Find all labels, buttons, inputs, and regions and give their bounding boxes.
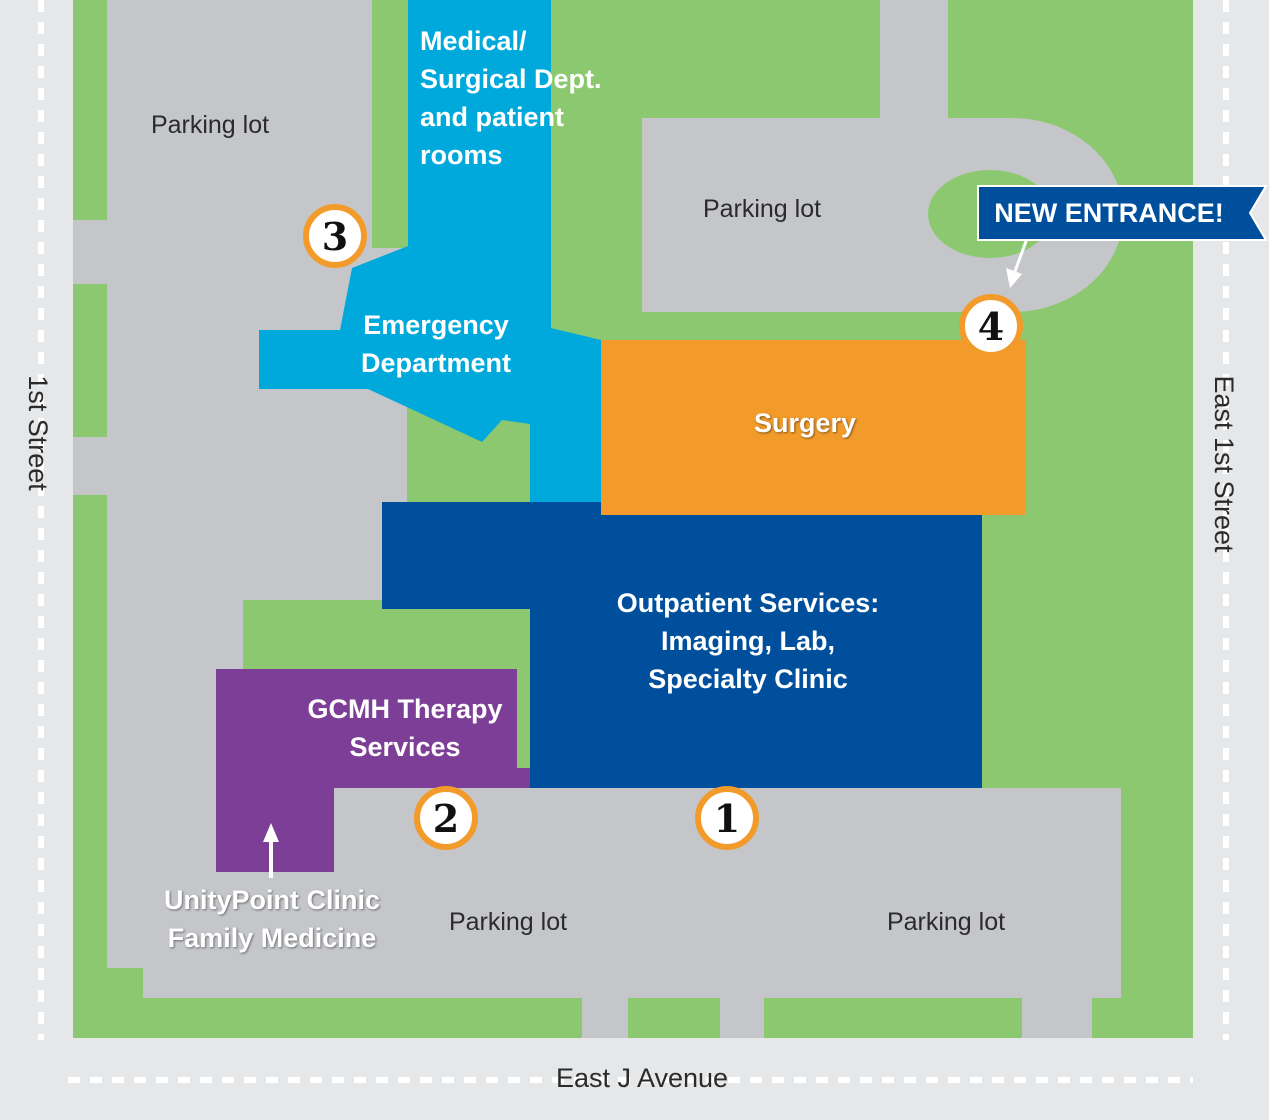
label-parking-top-right: Parking lot [702,195,822,223]
parking-area-south [143,788,1121,998]
label-emergency-department: Emergency Department [360,310,512,378]
label-parking-top-left: Parking lot [150,111,270,139]
label-street-west: 1st Street [23,375,53,491]
driveway-south-1 [582,996,628,1038]
label-parking-bottom-left: Parking lot [448,908,568,936]
entrance-marker-1: 1 [695,786,759,850]
label-street-east: East 1st Street [1209,375,1239,553]
new-entrance-banner-text: NEW ENTRANCE! [994,197,1224,228]
building-medical-emergency [259,0,601,502]
entrance-marker-3: 3 [303,204,367,268]
new-entrance-banner-shape [977,185,1268,241]
clinic-arrow-head [263,823,279,842]
entrance-4-arrow-shaft [1012,235,1030,275]
label-surgery: Surgery [753,408,857,438]
label-parking-bottom-right: Parking lot [886,908,1006,936]
driveway-west-2 [73,437,109,495]
label-medical-surgical: Medical/ Surgical Dept. and patient room… [420,26,602,170]
driveway-south-3 [1022,996,1092,1038]
label-outpatient-services: Outpatient Services: Imaging, Lab, Speci… [616,588,880,694]
driveway-south-2 [720,996,764,1038]
entrance-marker-2: 2 [414,786,478,850]
entrance-4-arrow-head [1006,268,1022,288]
building-therapy [216,669,530,872]
label-unitypoint-clinic: UnityPoint Clinic Family Medicine [164,885,380,953]
building-surgery [601,340,1026,515]
label-street-south: East J Avenue [555,1063,729,1093]
label-therapy-services: GCMH Therapy Services [307,694,503,762]
driveway-west-1 [73,220,109,284]
entrance-marker-4: 4 [959,294,1023,358]
building-outpatient [382,502,982,788]
